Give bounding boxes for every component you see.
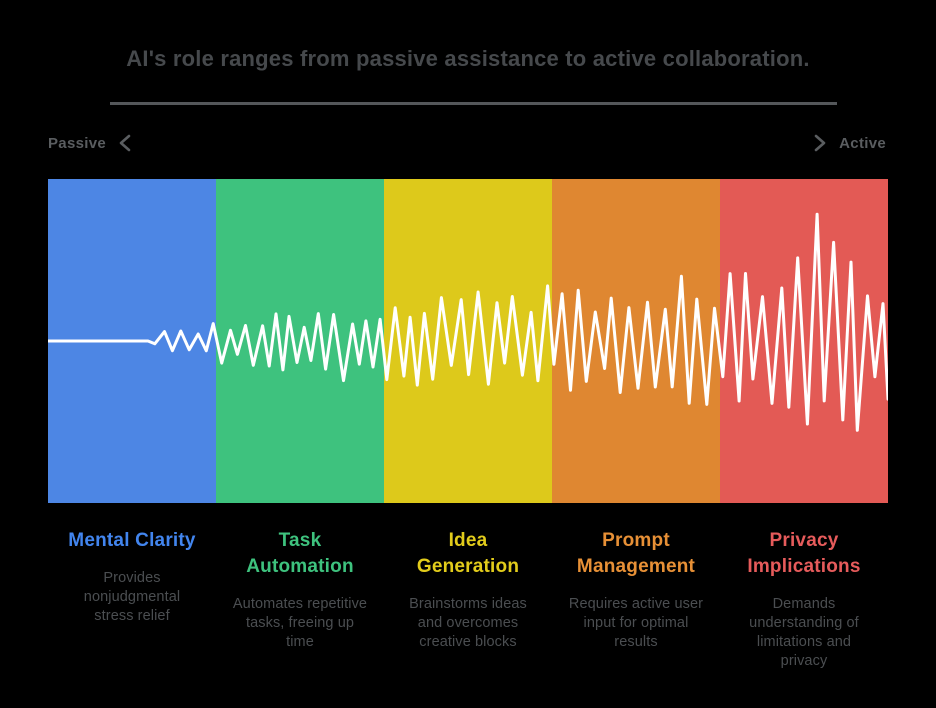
axis-label-active: Active xyxy=(814,134,886,152)
legend-description: Automates repetitive tasks, freeing up t… xyxy=(232,596,368,650)
legend-heading: Task Automation xyxy=(246,530,354,577)
axis-label-passive: Passive xyxy=(48,134,131,152)
legend-description: Demands understanding of limitations and… xyxy=(749,596,859,669)
legend-heading: Mental Clarity xyxy=(68,530,196,551)
spectrum-bands xyxy=(48,179,888,503)
legend-heading: Privacy Implications xyxy=(747,530,861,577)
legend-heading: Prompt Management xyxy=(576,530,696,577)
legend-row: Mental Clarity Provides nonjudgmental st… xyxy=(48,528,888,671)
legend-prompt-management: Prompt Management Requires active user i… xyxy=(552,528,720,671)
band-prompt-management xyxy=(552,179,720,503)
passive-label: Passive xyxy=(48,134,106,152)
active-label: Active xyxy=(839,134,886,152)
legend-description: Requires active user input for optimal r… xyxy=(568,596,704,650)
legend-privacy-implications: Privacy Implications Demands understandi… xyxy=(720,528,888,671)
chevron-right-icon xyxy=(814,134,826,152)
legend-mental-clarity: Mental Clarity Provides nonjudgmental st… xyxy=(48,528,216,671)
waveform-line xyxy=(48,212,888,432)
title-divider xyxy=(110,102,837,105)
legend-description: Brainstorms ideas and overcomes creative… xyxy=(409,596,527,650)
legend-idea-generation: Idea Generation Brainstorms ideas and ov… xyxy=(384,528,552,671)
legend-description: Provides nonjudgmental stress relief xyxy=(83,570,181,624)
legend-heading: Idea Generation xyxy=(416,530,520,577)
legend-task-automation: Task Automation Automates repetitive tas… xyxy=(216,528,384,671)
chevron-left-icon xyxy=(119,134,131,152)
page-title: AI's role ranges from passive assistance… xyxy=(126,46,810,71)
